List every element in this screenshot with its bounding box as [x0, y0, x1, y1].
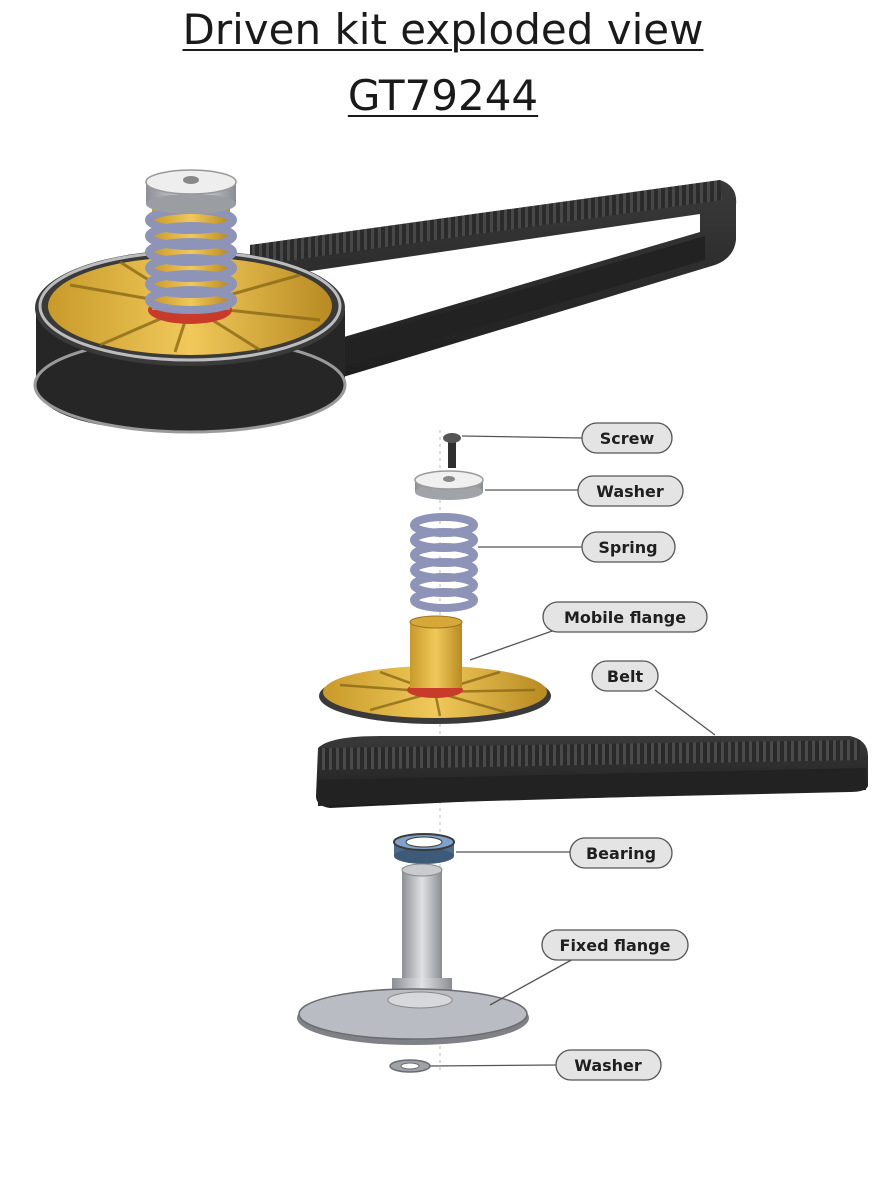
label-belt-text: Belt — [607, 667, 644, 686]
label-screw-text: Screw — [600, 429, 655, 448]
label-bearing-text: Bearing — [586, 844, 656, 863]
assembled-spring — [145, 169, 237, 314]
label-spring: Spring — [581, 531, 676, 563]
label-belt: Belt — [591, 660, 659, 692]
exploded-view — [297, 430, 868, 1073]
washer-bottom-part — [389, 1059, 431, 1073]
label-mobile-flange: Mobile flange — [542, 601, 708, 633]
label-fixed-flange: Fixed flange — [541, 929, 689, 961]
label-screw: Screw — [581, 422, 673, 454]
label-bearing: Bearing — [569, 837, 673, 869]
fixed-flange-part — [297, 863, 529, 1045]
spring-part — [410, 513, 478, 612]
belt-part — [316, 736, 868, 808]
mobile-flange-part — [319, 615, 551, 724]
label-washer-bottom-text: Washer — [574, 1056, 642, 1075]
title-line-2: GT79244 — [0, 72, 886, 120]
label-spring-text: Spring — [598, 538, 657, 557]
washer-top-part — [414, 470, 484, 500]
leader-lines — [429, 435, 716, 1067]
bearing-part — [393, 833, 455, 864]
screw-part — [443, 433, 461, 468]
title-text-1: Driven kit exploded view — [182, 5, 704, 54]
label-mobile-flange-text: Mobile flange — [564, 608, 686, 627]
assembled-belt — [250, 180, 737, 390]
title-text-2: GT79244 — [347, 71, 539, 120]
label-washer-top-text: Washer — [596, 482, 664, 501]
title-line-1: Driven kit exploded view — [0, 6, 886, 54]
label-fixed-flange-text: Fixed flange — [560, 936, 671, 955]
label-washer-bottom: Washer — [555, 1049, 662, 1081]
assembled-view — [33, 169, 737, 434]
label-washer-top: Washer — [577, 475, 684, 507]
